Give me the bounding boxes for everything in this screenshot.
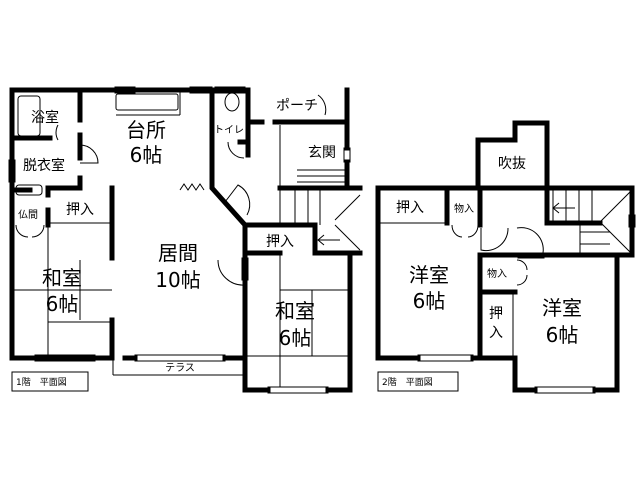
room-label-closet-b-2: 入 (489, 325, 503, 341)
floor1-caption-box (11, 371, 89, 392)
room-label-youshitsu-right: 洋室 (542, 296, 582, 320)
floor2-walls (375, 120, 635, 393)
floor2-plan: 吹抜 押入 物入 物入 押 入 洋室 6帖 洋室 6帖 2階 平面図 (375, 120, 636, 394)
floor1-plan: 浴室 台所 6帖 トイレ ポーチ 玄関 脱衣室 仏間 押入 押入 居間 10帖 … (8, 86, 363, 394)
room-size-washitsu-right: 6帖 (279, 326, 312, 350)
floor2-caption-box (377, 371, 459, 392)
room-label-closet-a: 押入 (396, 200, 424, 216)
floor1-thin-lines (12, 92, 361, 390)
room-size-youshitsu-right: 6帖 (546, 323, 579, 347)
room-label-altar: 仏間 (18, 209, 38, 221)
floor2-thin-lines (378, 188, 631, 358)
room-label-kitchen: 台所 (126, 118, 166, 142)
floor2-windows (417, 214, 636, 394)
room-label-storage-b: 物入 (487, 267, 507, 280)
room-label-toilet: トイレ (214, 125, 244, 136)
room-size-washitsu-left: 6帖 (46, 292, 79, 316)
room-label-living: 居間 (158, 241, 198, 265)
room-label-closet-b-1: 押 (489, 306, 503, 322)
floor1-walls (9, 87, 363, 393)
room-size-youshitsu-left: 6帖 (413, 289, 446, 313)
room-label-entrance: 玄関 (308, 144, 336, 161)
room-label-porch: ポーチ (276, 98, 318, 114)
room-size-kitchen: 6帖 (130, 143, 163, 167)
room-label-youshitsu-left: 洋室 (409, 263, 449, 287)
room-label-void: 吹抜 (498, 156, 526, 172)
room-label-terrace: テラス (165, 362, 195, 374)
room-label-washitsu-right: 和室 (275, 299, 315, 323)
room-label-storage-a: 物入 (454, 202, 474, 215)
room-label-closet-left: 押入 (66, 202, 94, 218)
floor1-caption: 1階 平面図 (16, 377, 67, 388)
room-label-dressing: 脱衣室 (23, 157, 65, 174)
room-label-bath: 浴室 (31, 109, 59, 126)
room-label-closet-right: 押入 (266, 234, 294, 250)
room-size-living: 10帖 (155, 268, 200, 292)
room-label-washitsu-left: 和室 (42, 266, 82, 290)
floor2-caption: 2階 平面図 (382, 377, 433, 388)
